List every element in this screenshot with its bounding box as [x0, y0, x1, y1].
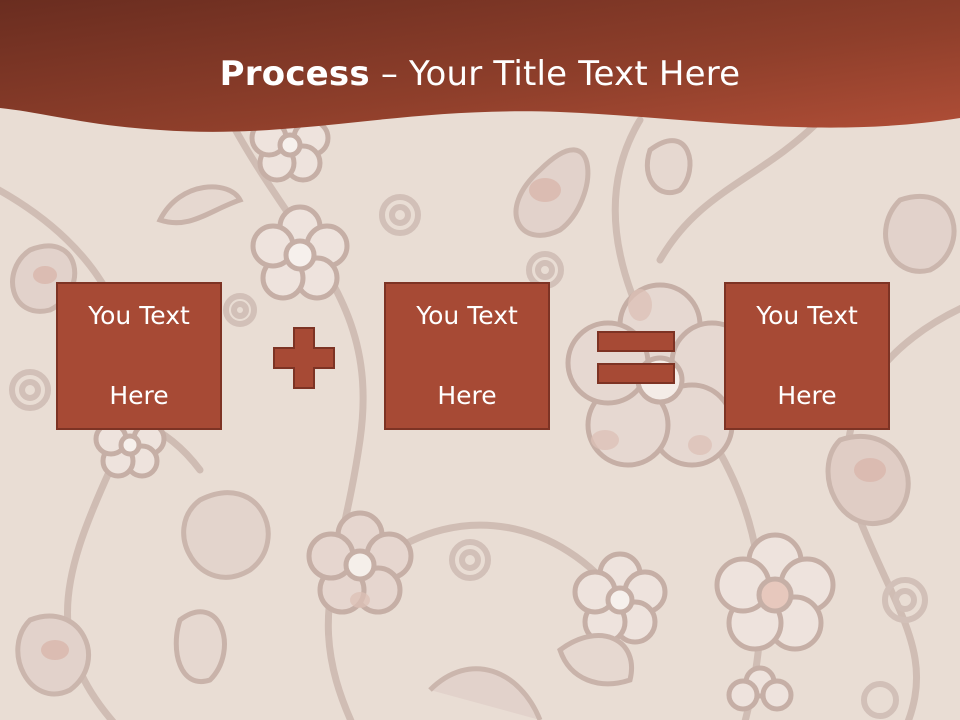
box-3-line-2: Here: [777, 381, 837, 410]
equals-icon: [597, 331, 675, 384]
box-2-line-2: Here: [437, 381, 497, 410]
box-1-line-1: You Text: [88, 301, 190, 330]
title-dash: –: [369, 54, 410, 94]
box-3-line-1: You Text: [756, 301, 858, 330]
header-banner: [0, 0, 960, 132]
title-bold: Process: [219, 54, 370, 94]
box-1-line-2: Here: [109, 381, 169, 410]
slide-title: Process – Your Title Text Here: [0, 52, 960, 96]
title-text: Your Title Text Here: [409, 54, 741, 94]
box-2-line-1: You Text: [416, 301, 518, 330]
plus-icon: [273, 327, 335, 389]
